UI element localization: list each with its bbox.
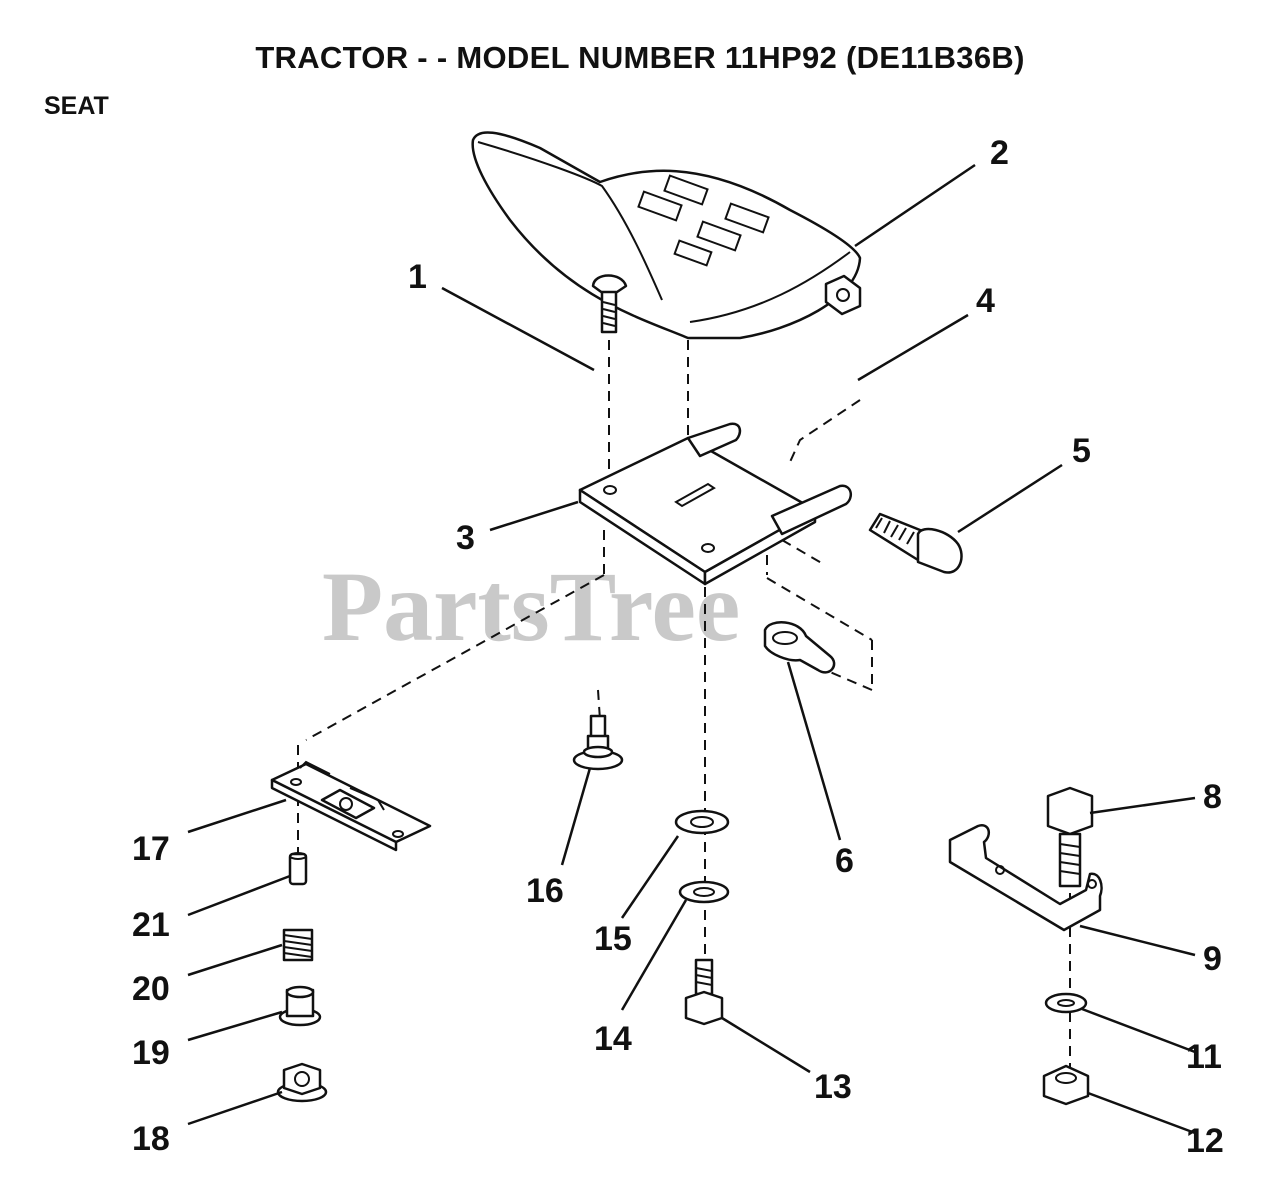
lock-nut: [1042, 1064, 1090, 1106]
callout-17: 17: [132, 830, 170, 868]
assembly-guide-lines: [297, 340, 1071, 1075]
flange-nut: [276, 1062, 328, 1103]
hex-bolt-large: [1046, 786, 1094, 888]
pin: [288, 852, 308, 886]
callout-9: 9: [1203, 940, 1222, 978]
callout-4: 4: [976, 282, 995, 320]
callout-20: 20: [132, 970, 170, 1008]
callout-19: 19: [132, 1034, 170, 1072]
diagram-title: TRACTOR - - MODEL NUMBER 11HP92 (DE11B36…: [255, 40, 1025, 75]
callout-21: 21: [132, 906, 170, 944]
hex-bolt-small: [684, 958, 724, 1026]
carriage-bolt: [591, 274, 628, 334]
callout-14: 14: [594, 1020, 632, 1058]
seat: [471, 131, 862, 340]
spring: [282, 928, 314, 962]
callout-12: 12: [1186, 1122, 1224, 1160]
leader-lines: [187, 163, 1196, 1135]
callout-13: 13: [814, 1068, 852, 1106]
callout-1: 1: [408, 258, 427, 296]
callout-11: 11: [1186, 1038, 1222, 1076]
section-label: SEAT: [44, 92, 109, 120]
callout-labels: 1 2 3 4 5 6 8 9 11 12 13 14 15 16 17 18 …: [132, 134, 1224, 1160]
hex-nut: [824, 274, 862, 316]
seat-plate: [578, 422, 853, 586]
slide-bracket: [270, 760, 432, 852]
shoulder-stud: [572, 714, 624, 771]
callout-15: 15: [594, 920, 632, 958]
callout-3: 3: [456, 519, 475, 557]
lock-washer: [678, 880, 730, 904]
flat-washer-small: [1044, 992, 1088, 1014]
bushing: [278, 985, 322, 1027]
callout-8: 8: [1203, 778, 1222, 816]
shoulder-bolt: [868, 512, 963, 574]
callout-16: 16: [526, 872, 564, 910]
switch-clip: [763, 621, 836, 674]
callout-5: 5: [1072, 432, 1091, 470]
flat-washer-large: [674, 809, 730, 835]
watermark-text: PartsTree: [322, 551, 740, 662]
callout-18: 18: [132, 1120, 170, 1158]
callout-6: 6: [835, 842, 854, 880]
callout-2: 2: [990, 134, 1009, 172]
mounting-bracket: [948, 824, 1103, 932]
